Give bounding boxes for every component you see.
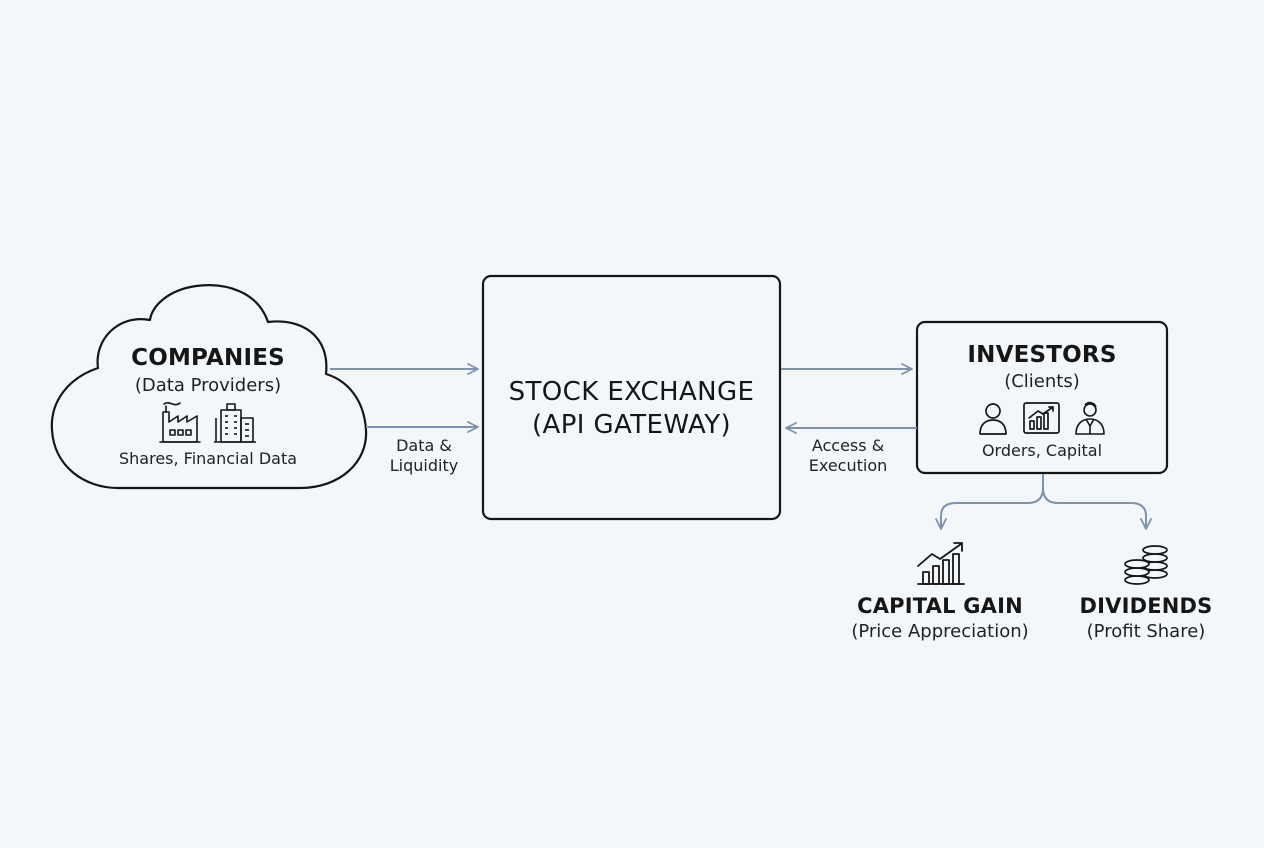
factory-icon <box>159 402 201 443</box>
office-building-icon <box>214 403 256 443</box>
investors-to-dividends-arrow <box>1042 474 1152 530</box>
investors-to-capital-gain-arrow <box>935 474 1044 530</box>
capital-gain-title: CAPITAL GAIN <box>857 594 1023 618</box>
capital-gain-subtitle: (Price Appreciation) <box>851 621 1029 642</box>
left-flow-label-line1: Data & <box>396 436 452 455</box>
investors-box <box>915 320 1169 475</box>
investors-description: Orders, Capital <box>981 441 1103 460</box>
coin-stack-icon <box>1124 545 1168 585</box>
chart-board-icon <box>1023 402 1060 434</box>
exchange-box <box>481 274 782 521</box>
dividends-title: DIVIDENDS <box>1079 594 1213 618</box>
dividends-subtitle: (Profit Share) <box>1086 621 1206 642</box>
investors-subtitle: (Clients) <box>1004 371 1080 392</box>
exchange-title-line1: STOCK EXCHANGE <box>508 377 755 407</box>
companies-description: Shares, Financial Data <box>118 449 298 468</box>
companies-subtitle: (Data Providers) <box>134 375 282 396</box>
investors-title: INVESTORS <box>967 342 1117 368</box>
growth-chart-icon <box>917 542 965 585</box>
right-flow-label-line2: Execution <box>808 456 888 475</box>
right-flow-label-line1: Access & <box>811 436 885 455</box>
left-flow-label-line2: Liquidity <box>389 456 459 475</box>
companies-title: COMPANIES <box>131 345 285 371</box>
companies-cloud <box>50 284 368 490</box>
exchange-title-line2: (API GATEWAY) <box>531 410 732 440</box>
advisor-icon <box>1075 401 1105 435</box>
person-icon <box>979 403 1007 435</box>
